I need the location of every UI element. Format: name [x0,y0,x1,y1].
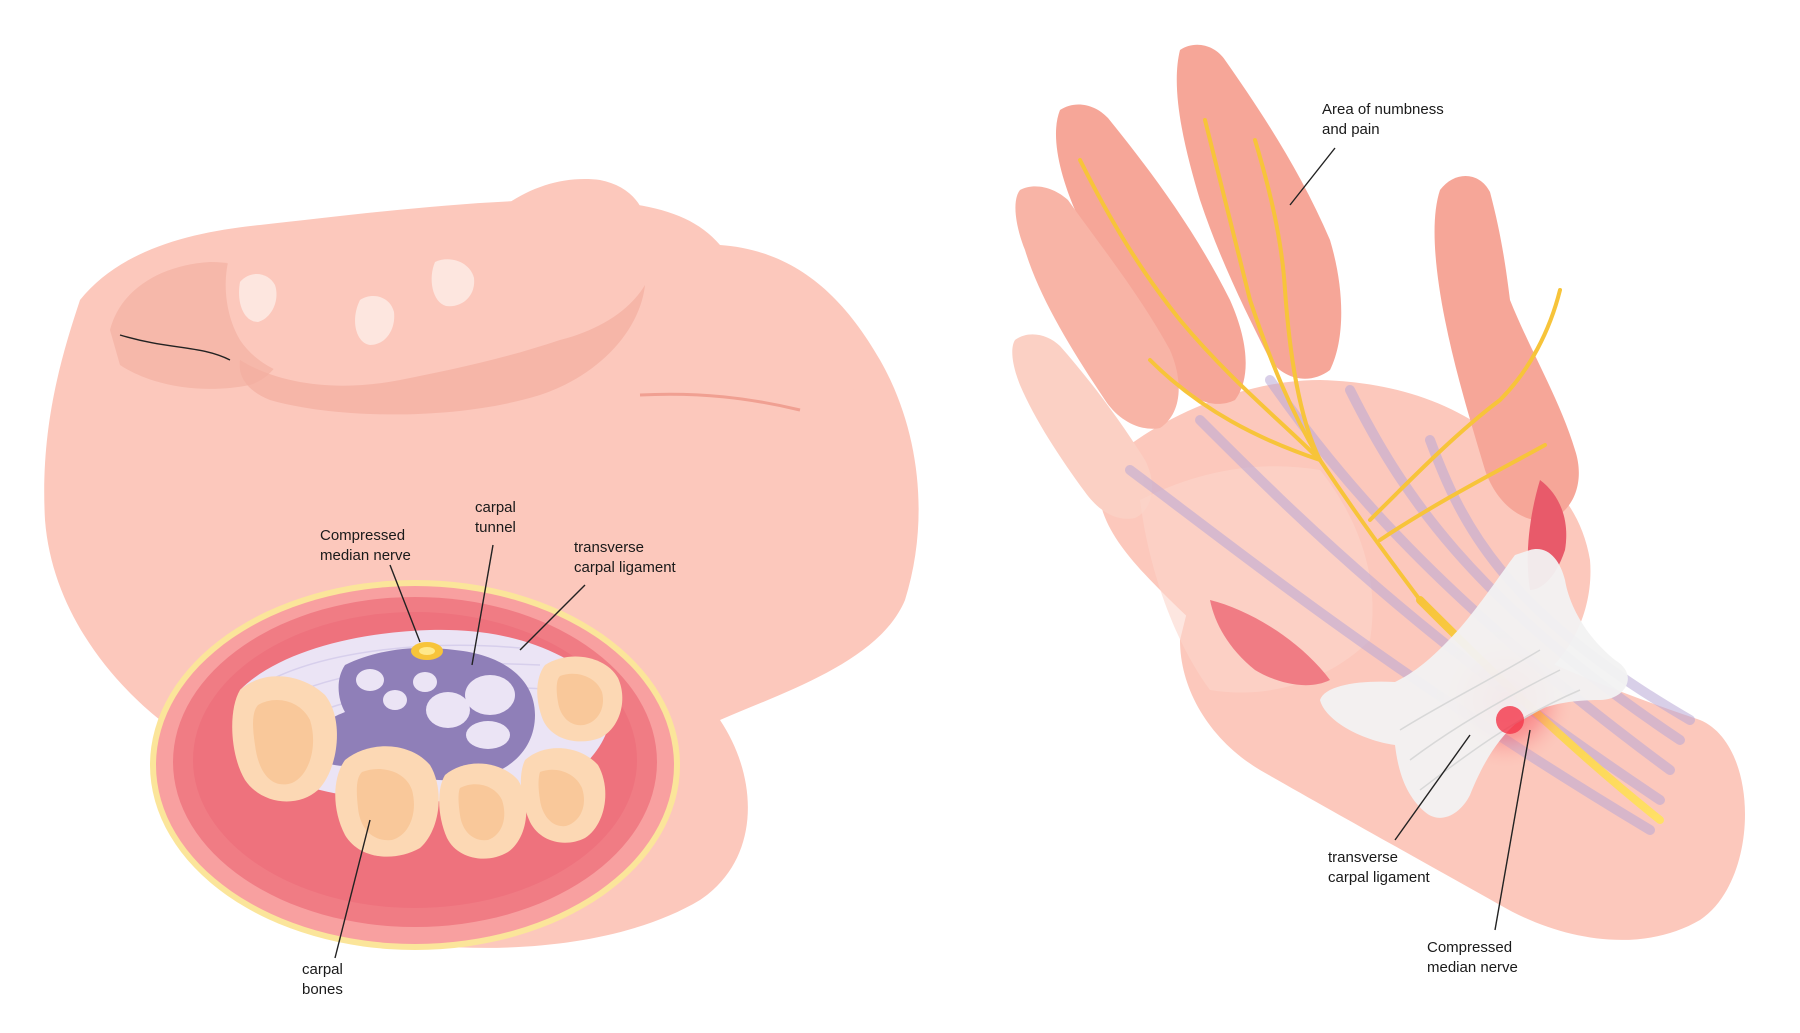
left-cross-section [150,580,680,950]
label-carpal-tunnel: carpal tunnel [475,499,520,536]
label-compressed-nerve-right: Compressed median nerve [1427,939,1518,976]
right-hand-illustration [1012,44,1745,940]
leader-right-numbness [1289,147,1336,206]
right-nerves [1078,118,1562,602]
tendon-2 [383,690,407,710]
carpal-bone-4-inner [538,769,585,827]
right-labels: Area of numbness and pain transverse car… [1322,101,1518,976]
leader-left-tunnel [471,544,494,666]
leader-left-ligament [519,584,586,651]
left-nail-2 [355,296,395,345]
leader-left-bones [334,819,371,959]
label-numbness-area: Area of numbness and pain [1322,101,1448,138]
left-knuckle-shadow [239,285,645,415]
label-compressed-nerve-left: Compressed median nerve [320,527,411,564]
right-finger-index [1176,44,1342,379]
tendon-5 [465,675,515,715]
left-palm-crease [119,334,231,361]
leader-left-nerve [389,564,421,643]
left-thumb [665,254,866,480]
right-finger-ring [1015,186,1179,429]
label-transverse-ligament-left: transverse carpal ligament [574,539,677,576]
label-transverse-ligament-right: transverse carpal ligament [1328,849,1431,886]
label-carpal-bones: carpal bones [302,961,347,998]
right-leader-lines [1289,147,1531,931]
carpal-bone-3-inner [458,784,505,841]
right-thumb [1434,175,1579,521]
right-muscle-left [1210,600,1330,686]
tendon-3 [413,672,437,692]
left-palm-crease-2 [639,392,801,412]
right-finger-pinky [1012,334,1153,519]
carpal-bone-2-inner [356,769,414,841]
leader-right-ligament [1394,734,1471,841]
compression-point [1496,706,1524,734]
tendon-4 [426,692,470,728]
median-nerve-left-core [419,647,435,655]
right-finger-middle [1055,104,1246,404]
left-finger-4 [485,179,648,340]
left-labels: Compressed median nerve carpal tunnel tr… [302,499,677,998]
leader-right-nerve [1494,729,1531,931]
tendon-6 [466,721,510,749]
left-leader-lines [334,544,586,959]
carpal-bone-5-inner [556,673,604,726]
ligament-shading [1399,649,1581,791]
left-nail-1 [239,274,277,322]
carpal-bone-1-inner [253,700,314,785]
left-nail-3 [431,259,475,307]
transverse-ligament-right [1320,549,1628,818]
tendon-1 [356,669,384,691]
